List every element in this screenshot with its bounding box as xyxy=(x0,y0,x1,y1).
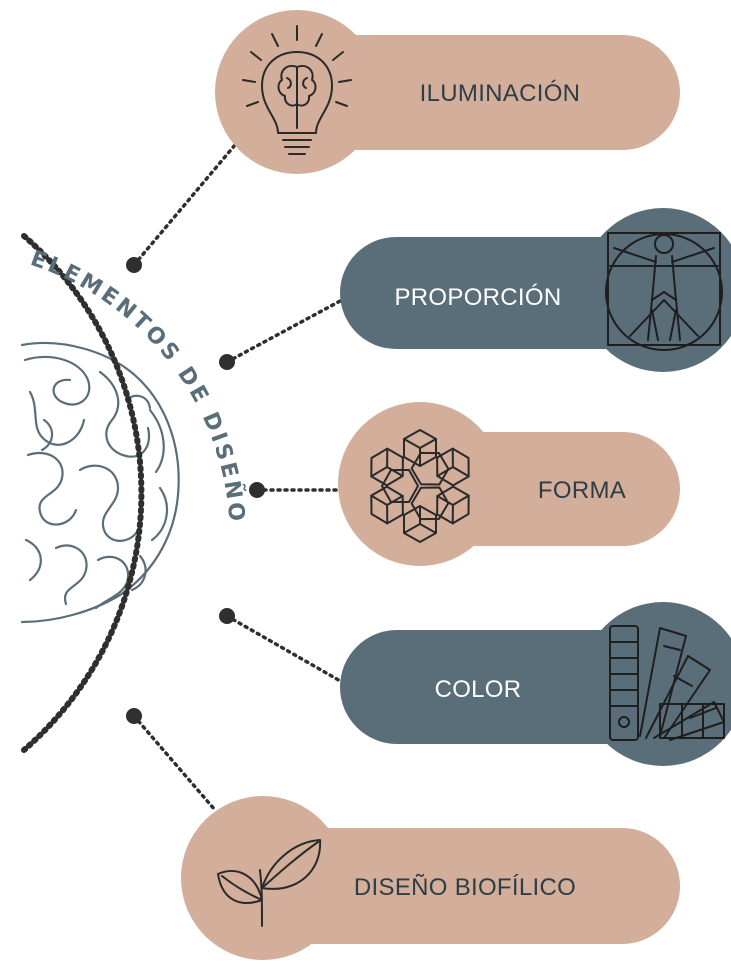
item-color: COLOR xyxy=(340,602,731,766)
item-proporcion: PROPORCIÓN xyxy=(340,208,731,372)
lightbulb-brain-icon xyxy=(242,25,352,155)
dotted-arc xyxy=(21,233,145,753)
node-dot xyxy=(249,482,265,498)
node-dot xyxy=(219,608,235,624)
node-dot xyxy=(126,257,142,273)
connectors xyxy=(132,143,344,812)
label-biofilico: DISEÑO BIOFÍLICO xyxy=(354,874,576,901)
label-color: COLOR xyxy=(435,676,522,703)
connector-proporcion xyxy=(225,298,344,364)
brain-icon xyxy=(20,341,180,624)
item-iluminacion: ILUMINACIÓN xyxy=(215,10,680,174)
node-dot xyxy=(126,708,142,724)
icon-circle-biofilico xyxy=(181,796,345,960)
connector-dots xyxy=(126,257,265,724)
connector-iluminacion xyxy=(132,143,237,267)
icon-circle-color xyxy=(581,602,731,766)
item-biofilico: DISEÑO BIOFÍLICO xyxy=(181,796,680,960)
label-proporcion: PROPORCIÓN xyxy=(394,284,561,311)
leaf-sprout-icon xyxy=(217,839,322,927)
cube-pattern-icon xyxy=(362,429,478,543)
label-iluminacion: ILUMINACIÓN xyxy=(420,80,581,107)
connector-color xyxy=(225,614,344,684)
color-swatch-fan-icon xyxy=(609,625,725,741)
item-forma: FORMA xyxy=(338,402,680,566)
node-dot xyxy=(219,354,235,370)
label-forma: FORMA xyxy=(538,477,626,504)
connector-biofilico xyxy=(132,714,217,812)
vitruvian-man-icon xyxy=(605,232,723,351)
